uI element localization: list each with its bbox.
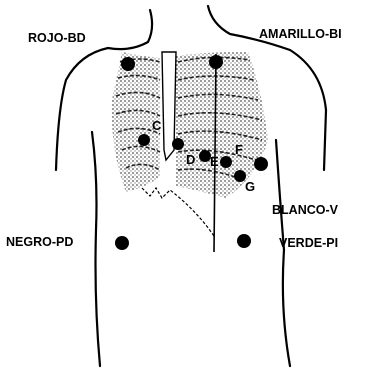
electrode-dot-ll <box>237 234 251 248</box>
label-v: BLANCO-V <box>272 203 339 217</box>
electrode-dot-rl <box>115 236 129 250</box>
rib-shading-right <box>176 52 268 198</box>
right-arm-inner-line <box>276 140 290 366</box>
label-la: AMARILLO-BI <box>259 27 342 41</box>
label-ra: ROJO-BD <box>28 31 86 45</box>
position-dot-c <box>138 134 150 146</box>
electrode-dot-la <box>209 55 223 69</box>
costal-margin <box>142 188 214 236</box>
position-label-g: G <box>245 179 255 194</box>
position-label-c: C <box>152 118 162 133</box>
electrode-dot-v <box>254 157 268 171</box>
electrode-dot-ra <box>121 57 135 71</box>
label-rl: NEGRO-PD <box>6 235 73 249</box>
left-arm-inner-line <box>92 132 100 366</box>
position-dot-d <box>172 138 184 150</box>
position-label-f: F <box>235 142 243 157</box>
position-label-d: D <box>186 152 195 167</box>
label-ll: VERDE-PI <box>279 236 338 250</box>
position-label-e: E <box>210 154 219 169</box>
position-dot-f <box>220 156 232 168</box>
